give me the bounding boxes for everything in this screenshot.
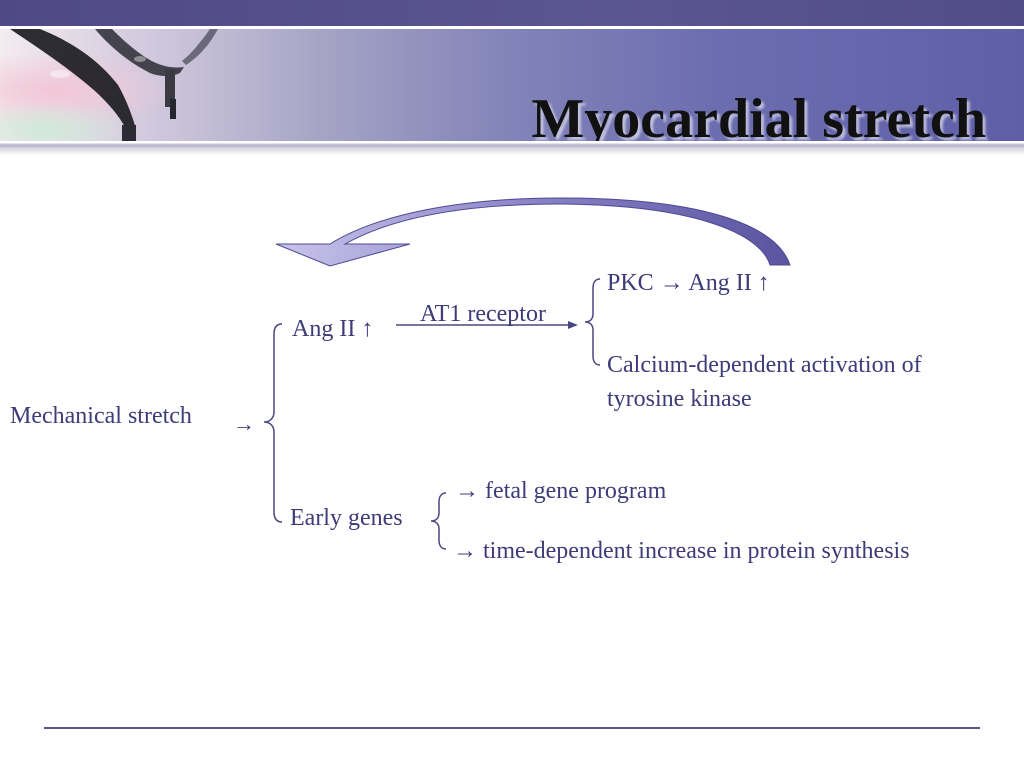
calcium-activation-line1: Calcium-dependent activation of [607, 352, 922, 378]
main-bracket [263, 323, 283, 523]
at1-arrowhead [568, 321, 578, 329]
pkc-ang2-label: PKC → Ang II ↑ [607, 270, 770, 296]
top-bar [0, 0, 1024, 26]
fetal-gene-program-label: → fetal gene program [455, 478, 667, 504]
ang2-up-label: Ang II ↑ [292, 316, 374, 342]
header-band: Myocardial stretch [0, 29, 1024, 141]
at1-receptor-label: AT1 receptor [420, 301, 546, 327]
slide-title: Myocardial stretch [531, 88, 986, 141]
top-bar-divider [0, 26, 1024, 29]
iv-drip-photo-icon [0, 29, 360, 141]
stretch-arrow-icon: → [233, 411, 255, 436]
header-separator [0, 141, 1024, 147]
early-genes-label: Early genes [290, 505, 403, 531]
genes-bracket [430, 492, 447, 550]
mechanical-stretch-label: Mechanical stretch [10, 403, 192, 429]
calcium-activation-line2: tyrosine kinase [607, 386, 752, 412]
feedback-arc-arrow [275, 197, 791, 267]
header-shadow [0, 147, 1024, 155]
footer-rule [44, 727, 980, 729]
pkc-bracket [584, 278, 601, 366]
protein-synthesis-label: → time-dependent increase in protein syn… [453, 538, 910, 564]
